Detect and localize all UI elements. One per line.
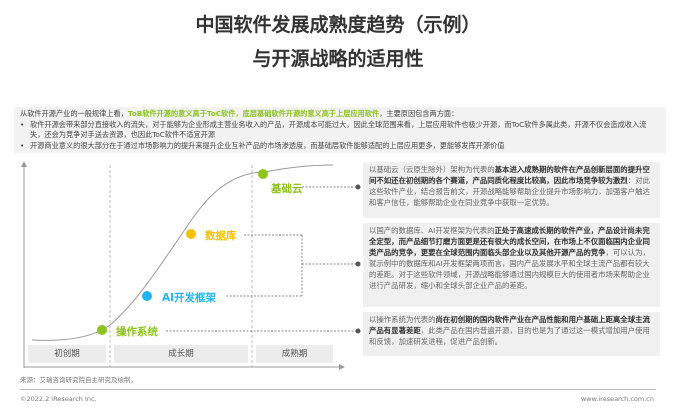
- intro-tail: ，主要原因包含两方面：: [379, 109, 459, 118]
- point-db: [186, 229, 196, 239]
- note-text: 以基础云（云原生除外）架构为代表的: [369, 165, 495, 174]
- note-text: 以操作系统为代表的: [369, 315, 436, 324]
- note-mature: 以基础云（云原生除外）架构为代表的基本进入成熟期的软件在产品创新层面的提升空间不…: [363, 162, 660, 218]
- connector-dot: [355, 328, 361, 334]
- label-os: 操作系统: [116, 326, 158, 338]
- note-bold: 尚在初创期的国内软件产业在产品性能和用户基础上距离全球主流产品有显著差距: [369, 315, 650, 335]
- bullet: •: [20, 140, 25, 150]
- point-os: [97, 325, 107, 335]
- connector-dot: [355, 261, 361, 267]
- intro-lead: 从软件开源产业的一般规律上看，: [20, 109, 128, 118]
- x-axis-arrow: [339, 364, 345, 370]
- intro-sep: ，: [235, 109, 243, 118]
- connector-dot: [355, 184, 361, 190]
- s-curve: [31, 164, 334, 341]
- intro-bullet-1: 软件开源会带来部分直接收入的流失，对于能够为企业形成主营业务收入的产品，开源成本…: [30, 119, 647, 140]
- note-text: ，此类产品在国内普遍开源，目的也是为了通过这一模式增加用户使用和反馈，加速研发进…: [369, 326, 650, 346]
- bullet: •: [20, 119, 25, 129]
- note-text: 以国产的数据库、AI开发框架为代表的: [369, 226, 495, 235]
- note-startup: 以操作系统为代表的尚在初创期的国内软件产业在产品性能和用户基础上距离全球主流产品…: [363, 312, 660, 356]
- source-note: 来源：艾瑞咨询研究院自主研究及绘制。: [20, 376, 137, 384]
- y-axis-arrow: [21, 161, 27, 167]
- page-subtitle: 与开源战略的适用性: [252, 48, 424, 70]
- label-cloud: 基础云: [271, 183, 303, 195]
- point-cloud: [258, 169, 268, 179]
- intro-bullet-2: 开源商业意义的很大部分在于通过市场影响力的提升来提升企业互补产品的市场渗透度，而…: [30, 140, 505, 150]
- intro-highlight-1: ToB软件开源的意义高于ToC软件: [127, 109, 236, 118]
- phase-startup: 初创期: [28, 345, 106, 363]
- phase-growth: 成长期: [114, 345, 248, 363]
- label-ai: AI开发框架: [162, 292, 217, 304]
- footer-divider: [20, 389, 656, 390]
- phase-mature: 成熟期: [256, 345, 333, 363]
- connectors: [166, 186, 358, 332]
- note-text: ：对此这些软件产业，结合报告前文，开源战略能够帮助企业提升市场影响力，加强客户触…: [369, 176, 650, 207]
- website: www.iresearch.com.cn: [580, 395, 654, 403]
- note-text: ，可以认为，就示例中的数据库和AI开发框架两项而言，国内产品发展水平和全球主流产…: [369, 248, 650, 290]
- note-bold: 正处于高速成长期的软件产业，产品设计尚未完全定型，而产品细节打磨方面更是还有很大…: [369, 226, 650, 257]
- label-db: 数据库: [205, 230, 237, 242]
- intro-highlight-2: 底层基础软件开源的意义高于上层应用软件: [242, 109, 380, 118]
- page-title: 中国软件发展成熟度趋势（示例）: [195, 14, 481, 36]
- note-bold: 基本进入成熟期的软件在产品创新层面的提升空间不如还在初创期的各个赛道，产品同质化…: [369, 165, 650, 185]
- intro-box: 从软件开源产业的一般规律上看，ToB软件开源的意义高于ToC软件，底层基础软件开…: [14, 107, 666, 153]
- note-growth: 以国产的数据库、AI开发框架为代表的正处于高速成长期的软件产业，产品设计尚未完全…: [363, 223, 660, 307]
- copyright: ©2022.2 iResearch Inc.: [20, 395, 97, 403]
- point-ai: [142, 291, 152, 301]
